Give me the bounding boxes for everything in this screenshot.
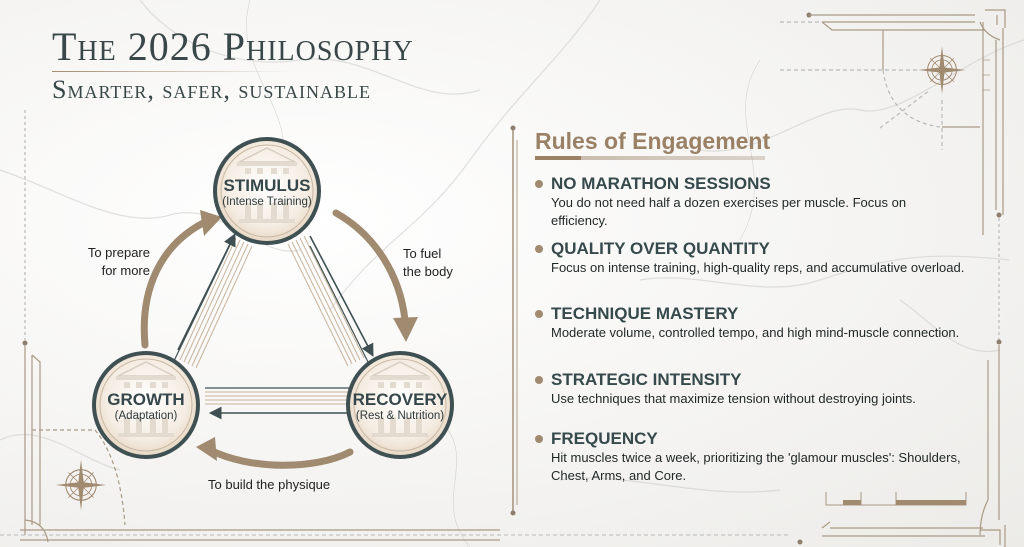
rules-heading: Rules of Engagement [535,128,771,154]
rule-title: NO MARATHON SESSIONS [551,174,771,193]
edge-label-build: To build the physique [208,476,330,494]
rule-item: NO MARATHON SESSIONS You do not need hal… [535,174,965,230]
edge-label-line: To build the physique [208,477,331,492]
node-stimulus: STIMULUS (Intense Training) [202,176,332,209]
node-recovery: RECOVERY (Rest & Nutrition) [335,390,465,423]
rule-body: Hit muscles twice a week, prioritizing t… [551,450,961,483]
node-recovery-circle [346,351,454,459]
compass-rose-icon-left [55,459,107,511]
node-title: GROWTH [107,390,185,409]
rule-item: STRATEGIC INTENSITY Use techniques that … [535,370,965,408]
rule-title: FREQUENCY [551,429,658,448]
rule-body: Focus on intense training, high-quality … [551,260,965,275]
edge-label-line: To fuel [403,246,442,261]
bullet-icon [535,376,543,384]
edge-label-fuel: To fuel the body [403,245,453,281]
page-title: The 2026 Philosophy [52,24,414,69]
edge-label-line: for more [101,263,150,278]
compass-rose-icon-right [917,45,967,95]
node-title: STIMULUS [223,176,311,195]
page-subtitle: Smarter, safer, sustainable [52,75,371,104]
rule-title: QUALITY OVER QUANTITY [551,239,770,258]
rules-divider [535,156,765,160]
edge-label-prepare: To prepare for more [80,244,150,280]
edge-label-line: To prepare [87,245,150,260]
node-growth: GROWTH (Adaptation) [81,390,211,423]
rule-title: TECHNIQUE MASTERY [551,304,739,323]
bullet-icon [535,310,543,318]
scale-bar [825,492,967,506]
rule-body: You do not need half a dozen exercises p… [551,195,907,228]
node-subtitle: (Intense Training) [222,196,312,208]
bullet-icon [535,435,543,443]
node-growth-circle [92,351,200,459]
node-subtitle: (Rest & Nutrition) [355,410,445,422]
node-stimulus-circle [213,137,321,245]
edge-label-line: the body [403,264,453,279]
rule-item: FREQUENCY Hit muscles twice a week, prio… [535,429,965,485]
rule-item: QUALITY OVER QUANTITY Focus on intense t… [535,239,965,277]
rule-body: Use techniques that maximize tension wit… [551,391,916,406]
bullet-icon [535,245,543,253]
rule-item: TECHNIQUE MASTERY Moderate volume, contr… [535,304,965,342]
title-divider [52,71,292,72]
bullet-icon [535,180,543,188]
rule-title: STRATEGIC INTENSITY [551,370,742,389]
node-title: RECOVERY [352,390,448,409]
node-subtitle: (Adaptation) [114,410,178,422]
rule-body: Moderate volume, controlled tempo, and h… [551,325,960,340]
